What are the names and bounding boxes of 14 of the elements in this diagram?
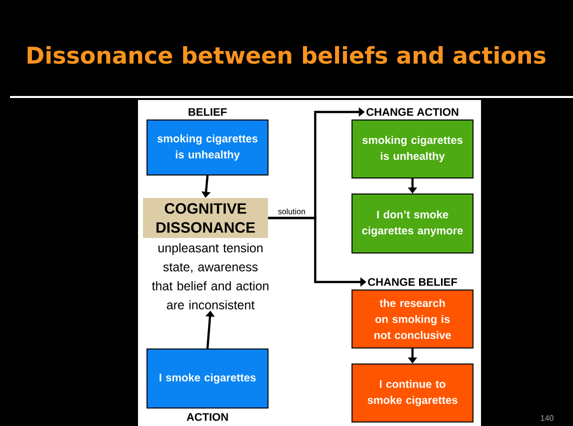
concept-box: COGNITIVE DISSONANCE <box>143 198 268 238</box>
statement-box: smoking cigarettes is unhealthy <box>146 120 268 176</box>
description-text: unpleasant tension state, awareness that belief and action are inconsistent <box>152 243 268 310</box>
slide-title: Dissonance between beliefs and actions <box>28 46 546 64</box>
heading: CHANGE ACTION <box>366 108 458 116</box>
heading: CHANGE BELIEF <box>368 278 457 286</box>
statement-box: I continue to smoke cigarettes <box>352 364 474 422</box>
heading: BELIEF <box>188 108 227 116</box>
page-number: 140 <box>540 415 554 421</box>
heading: ACTION <box>186 413 228 421</box>
statement-box: I smoke cigarettes <box>146 348 268 408</box>
statement-box: the research on smoking is not conclusive <box>352 290 474 348</box>
statement-box: smoking cigarettes is unhealthy <box>352 120 474 178</box>
statement-box: I don’t smoke cigarettes anymore <box>352 194 474 254</box>
